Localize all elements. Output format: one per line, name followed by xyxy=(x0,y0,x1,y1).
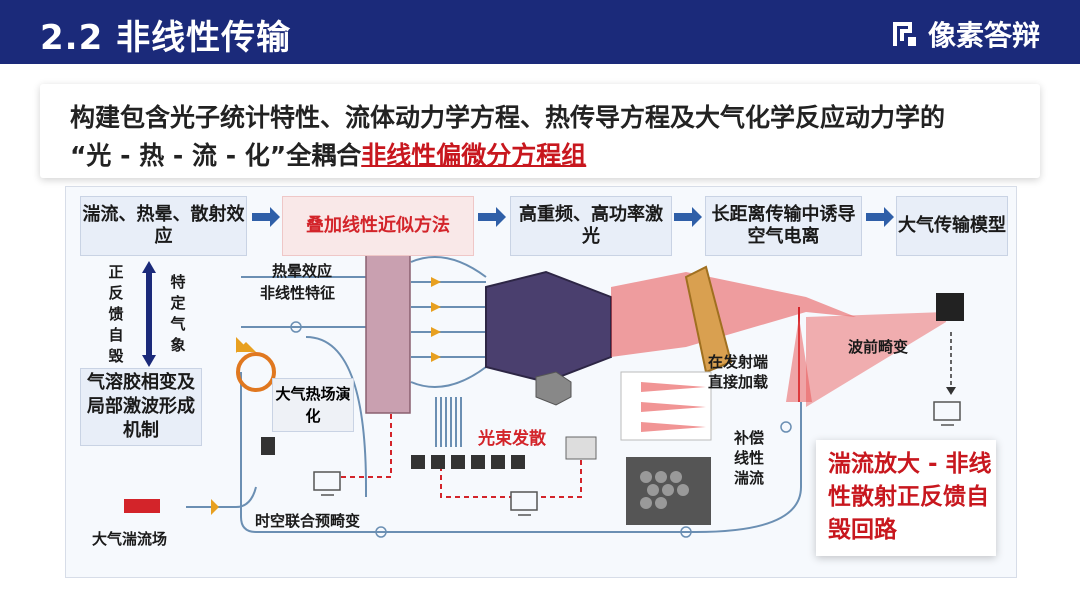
brand: 像素答辩 xyxy=(890,14,1040,54)
camera-icon xyxy=(261,437,275,455)
hexagon-icon xyxy=(535,371,572,406)
feedback-callout: 湍流放大 - 非线性散射正反馈自毁回路 xyxy=(816,440,996,556)
prism-icon xyxy=(485,270,612,384)
flow-step-1: 湍流、热晕、散射效应 xyxy=(80,196,247,256)
header-bar: 2.2 非线性传输 像素答辩 xyxy=(0,0,1080,64)
thermal-field-box: 大气热场演化 xyxy=(272,378,354,432)
wavefront-block xyxy=(365,242,411,414)
weather-label: 特定气象 xyxy=(170,273,186,354)
intro-highlight: 非线性偏微分方程组 xyxy=(361,141,587,170)
aerosol-box: 气溶胶相变及局部激波形成机制 xyxy=(80,368,202,446)
direction-arrows xyxy=(211,277,441,515)
detector-icon xyxy=(411,455,525,469)
double-arrow-icon xyxy=(142,261,156,367)
control-paths xyxy=(341,407,582,498)
spatiotemporal-label: 时空联合预畸变 xyxy=(255,512,361,530)
fiber-coil-icon xyxy=(290,321,302,333)
beam-divergence-label: 光束发散 xyxy=(478,429,546,449)
lens-icon xyxy=(684,265,733,374)
flow-step-2: 叠加线性近似方法 xyxy=(282,196,474,256)
feedback-label: 正反馈自毁 xyxy=(108,263,124,365)
fiber-coil-icon xyxy=(680,526,692,538)
laser-source-icon xyxy=(124,499,160,513)
thermal-effect-label: 热晕效应 xyxy=(272,262,333,280)
wavefront-label: 波前畸变 xyxy=(848,338,909,356)
fiber-coil-icon xyxy=(780,421,792,433)
arrow-right-icon xyxy=(252,207,894,227)
fiber-coil-icon xyxy=(236,352,276,392)
turbulence-field-label: 大气湍流场 xyxy=(92,530,168,548)
sensor-icon xyxy=(936,293,964,321)
page-title: 2.2 非线性传输 xyxy=(40,18,292,58)
flow-step-5: 大气传输模型 xyxy=(896,196,1008,256)
controller-icon xyxy=(565,436,597,460)
flow-step-3: 高重频、高功率激光 xyxy=(510,196,672,256)
intro-line-2: “光 - 热 - 流 - 化”全耦合非线性偏微分方程组 xyxy=(70,136,586,172)
direct-load-label: 在发射端直接加载 xyxy=(708,353,769,391)
compensate-label: 补偿线性湍流 xyxy=(734,429,765,487)
brand-logo-icon xyxy=(892,22,916,46)
nonlinear-feature-label: 非线性特征 xyxy=(260,284,336,302)
intro-line-1: 构建包含光子统计特性、流体动力学方程、热传导方程及大气化学反应动力学的 xyxy=(70,103,946,132)
intro-panel: 构建包含光子统计特性、流体动力学方程、热传导方程及大气化学反应动力学的 “光 -… xyxy=(40,84,1040,178)
brand-name: 像素答辩 xyxy=(927,19,1040,52)
flow-step-4: 长距离传输中诱导空气电离 xyxy=(705,196,862,256)
computer-icon xyxy=(313,401,961,516)
laser-beams xyxy=(611,265,946,407)
fiber-coil-icon xyxy=(375,526,387,538)
diagram-graphics xyxy=(124,207,964,538)
intro-line-2-prefix: “光 - 热 - 流 - 化”全耦合 xyxy=(70,141,362,170)
